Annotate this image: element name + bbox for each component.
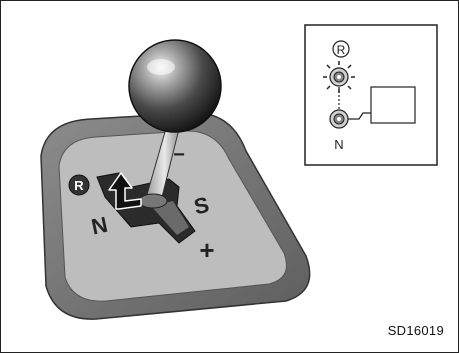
- reverse-label: R: [74, 178, 84, 193]
- plus-label: +: [199, 235, 214, 265]
- gate-highlight: [151, 201, 189, 235]
- inset-reverse-label: R: [337, 43, 346, 57]
- sport-label: S: [192, 192, 212, 220]
- inset-reverse-indicator: [323, 61, 355, 93]
- shift-knob: [128, 39, 222, 133]
- neutral-label: N: [89, 212, 110, 240]
- inset-neutral-label: N: [334, 137, 343, 152]
- reverse-badge: [68, 174, 90, 196]
- inset-side-box: [370, 86, 416, 124]
- inset-neutral-indicator: [329, 109, 349, 129]
- lever-base: [138, 193, 168, 209]
- figure-code: SD16019: [387, 323, 444, 338]
- minus-label: −: [173, 144, 185, 166]
- inset-reverse-badge: [332, 40, 350, 58]
- inset-connector: [348, 112, 371, 120]
- knob-reflection: [147, 59, 175, 75]
- shift-direction-arrow: [108, 172, 142, 210]
